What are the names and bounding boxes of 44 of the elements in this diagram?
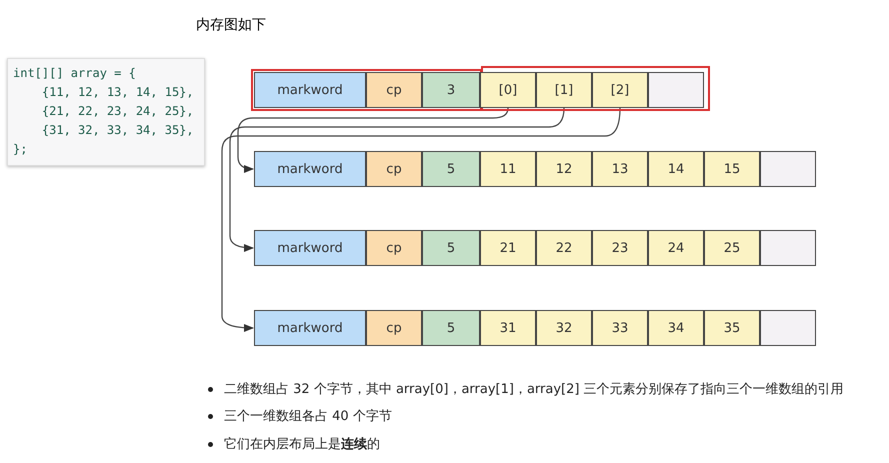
code-line: int[][] array = { [13, 65, 136, 82]
bullet-text: 二维数组占 32 个字节，其中 array[0]，array[1]，array[2] 三个元素分别保存了指向三个一维数组的引用 [206, 380, 844, 398]
memory-cell: markword [254, 230, 366, 266]
code-line: {11, 12, 13, 14, 15}, [40, 84, 194, 101]
memory-cell: 25 [704, 230, 760, 266]
memory-cell: 14 [648, 151, 704, 187]
memory-cell: 34 [648, 310, 704, 346]
memory-cell: [0] [480, 72, 536, 108]
memory-cell: 15 [704, 151, 760, 187]
memory-cell: 35 [704, 310, 760, 346]
memory-cell: 21 [480, 230, 536, 266]
memory-cell: 24 [648, 230, 704, 266]
memory-cell: markword [254, 72, 366, 108]
memory-cell: 23 [592, 230, 648, 266]
memory-cell: cp [366, 151, 422, 187]
memory-cell: 31 [480, 310, 536, 346]
memory-cell: 3 [422, 72, 480, 108]
memory-cell: [2] [592, 72, 648, 108]
memory-cell: cp [366, 230, 422, 266]
arrow [221, 108, 621, 332]
memory-cell: 5 [422, 310, 480, 346]
code-line: {21, 22, 23, 24, 25}, [40, 103, 194, 120]
memory-cell: 22 [536, 230, 592, 266]
highlight-frame [251, 69, 482, 111]
memory-cell: 12 [536, 151, 592, 187]
bullet-text: 它们在内层布局上是连续的 [206, 435, 380, 453]
memory-cell: 5 [422, 151, 480, 187]
memory-cell: markword [254, 151, 366, 187]
memory-cell: cp [366, 310, 422, 346]
bullet-text: 三个一维数组各占 40 个字节 [206, 407, 392, 425]
memory-cell: 5 [422, 230, 480, 266]
memory-cell: 33 [592, 310, 648, 346]
code-line: }; [13, 141, 28, 158]
memory-cell: [1] [536, 72, 592, 108]
highlight-frame [481, 66, 710, 111]
memory-cell: 13 [592, 151, 648, 187]
memory-cell: cp [366, 72, 422, 108]
code-line: {31, 32, 33, 34, 35}, [40, 122, 194, 139]
memory-cell: 32 [536, 310, 592, 346]
memory-cell: markword [254, 310, 366, 346]
arrow [229, 108, 565, 252]
arrow [237, 108, 509, 173]
memory-cell: 11 [480, 151, 536, 187]
title: 内存图如下 [196, 16, 266, 34]
